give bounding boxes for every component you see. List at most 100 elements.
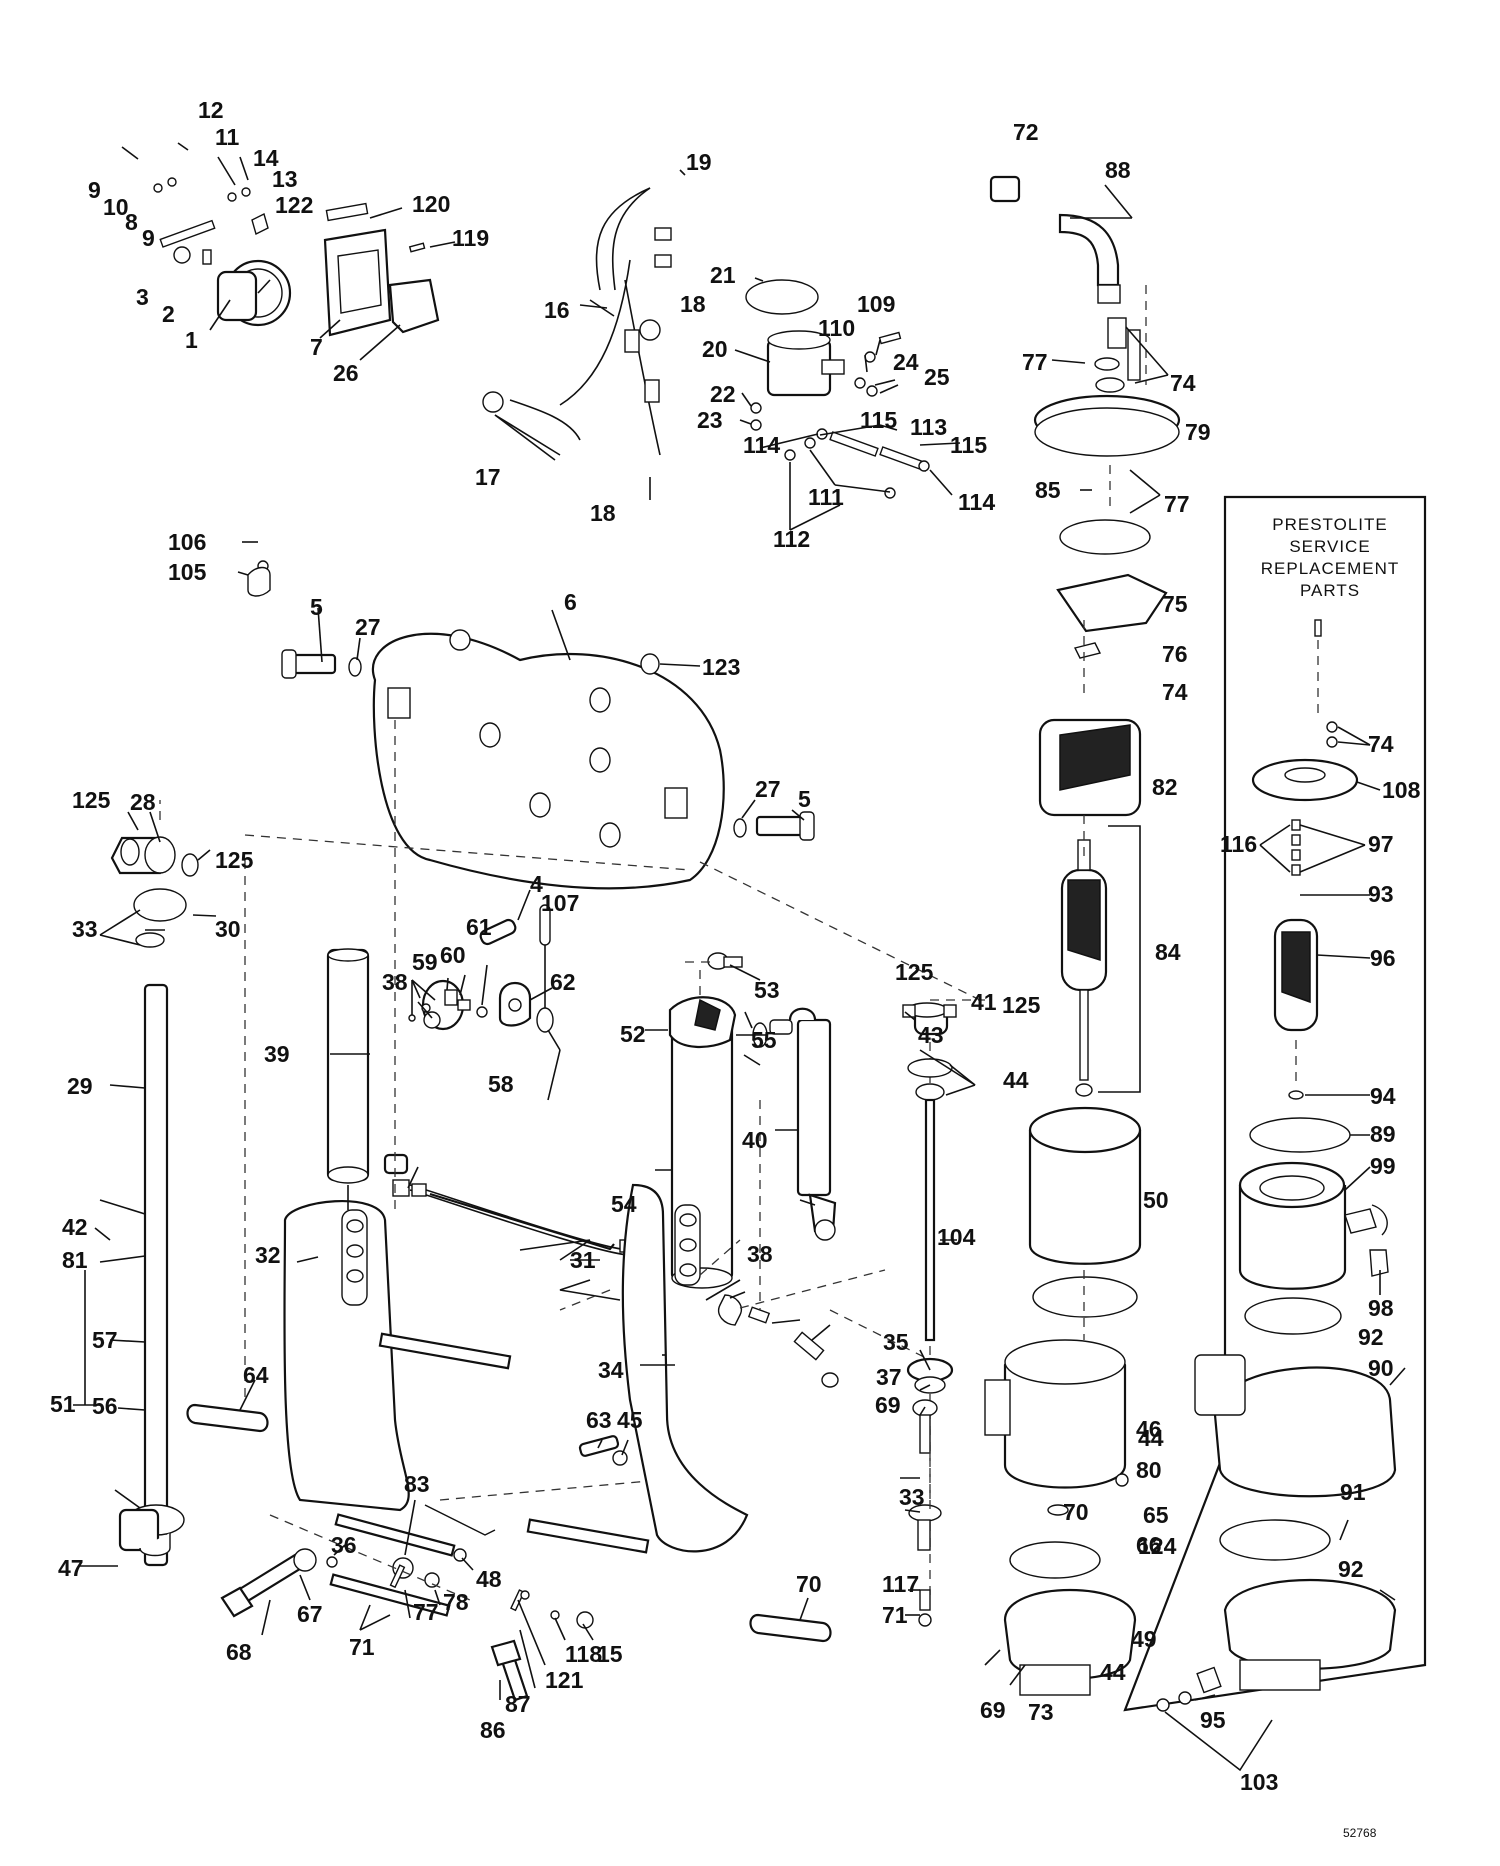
- callout-label: 61: [466, 914, 492, 940]
- callout-label: 91: [1340, 1479, 1366, 1505]
- callout-label: 44: [1138, 1425, 1164, 1451]
- callout-label: 85: [1035, 477, 1061, 503]
- callout-label: 78: [443, 1589, 469, 1615]
- callout-label: 60: [440, 942, 466, 968]
- callout-label: 62: [550, 969, 576, 995]
- callout-label: 31: [570, 1247, 596, 1273]
- callout-labels: 12 11 14 13 122 9 10 8 9 3 2 1 120 119 7…: [50, 97, 1421, 1795]
- callout-label: 1: [185, 327, 198, 353]
- callout-label: 50: [1143, 1187, 1169, 1213]
- callout-label: 73: [1028, 1699, 1054, 1725]
- service-reservoir-part: [1213, 1366, 1397, 1498]
- trim-cylinder-part: [326, 948, 370, 1182]
- tilt-cylinder-group: [408, 861, 985, 1702]
- mounting-plate-group: [237, 541, 815, 890]
- callout-label: 113: [910, 414, 947, 440]
- pivot-tube-part: [143, 983, 169, 1567]
- callout-label: 123: [702, 654, 740, 680]
- callout-label: 99: [1370, 1153, 1396, 1179]
- callout-label: 112: [773, 526, 810, 552]
- callout-label: 80: [1136, 1457, 1162, 1483]
- callout-label: 87: [505, 1691, 531, 1717]
- callout-label: 76: [1162, 641, 1188, 667]
- callout-label: 69: [875, 1392, 901, 1418]
- callout-label: 7: [310, 334, 323, 360]
- callout-label: 12: [198, 97, 224, 123]
- callout-label: 116: [1220, 831, 1257, 857]
- callout-label: 3: [136, 284, 149, 310]
- callout-label: 122: [275, 192, 313, 218]
- callout-label: 70: [796, 1571, 822, 1597]
- callout-label: 92: [1358, 1324, 1384, 1350]
- callout-label: 18: [680, 291, 706, 317]
- callout-label: 105: [168, 559, 207, 585]
- callout-label: 47: [58, 1555, 84, 1581]
- callout-label: 52: [620, 1021, 646, 1047]
- callout-label: 32: [255, 1242, 281, 1268]
- box-title-line-4: PARTS: [1300, 581, 1360, 600]
- callout-label: 68: [226, 1639, 252, 1665]
- callout-label: 14: [253, 145, 279, 171]
- trim-switch-part: [388, 278, 440, 334]
- callout-label: 119: [452, 225, 489, 251]
- callout-label: 11: [215, 124, 240, 150]
- callout-label: 120: [412, 191, 450, 217]
- housing-part: [1028, 1130, 1142, 1265]
- callout-label: 25: [924, 364, 950, 390]
- callout-label: 33: [899, 1484, 925, 1510]
- callout-label: 77: [413, 1599, 439, 1625]
- callout-label: 84: [1155, 939, 1181, 965]
- callout-label: 38: [382, 969, 408, 995]
- service-pump-base-part: [1223, 1578, 1397, 1670]
- callout-label: 95: [1200, 1707, 1226, 1733]
- left-stern-bracket-part: [283, 1200, 410, 1512]
- trim-switch-group: [319, 202, 456, 361]
- callout-label: 86: [480, 1717, 506, 1743]
- callout-label: 92: [1338, 1556, 1364, 1582]
- callout-label: 8: [125, 209, 138, 235]
- callout-label: 21: [710, 262, 736, 288]
- figure-number: 52768: [1343, 1826, 1377, 1840]
- callout-label: 23: [697, 407, 723, 433]
- callout-label: 54: [611, 1191, 637, 1217]
- callout-label: 19: [686, 149, 712, 175]
- callout-label: 34: [598, 1357, 624, 1383]
- box-title-line-1: PRESTOLITE: [1272, 515, 1388, 534]
- callout-label: 83: [404, 1471, 430, 1497]
- callout-label: 98: [1368, 1295, 1394, 1321]
- callout-label: 24: [893, 349, 919, 375]
- callout-label: 45: [617, 1407, 643, 1433]
- callout-label: 104: [937, 1224, 976, 1250]
- callout-label: 55: [751, 1027, 777, 1053]
- callout-label: 6: [564, 589, 577, 615]
- callout-label: 110: [818, 315, 855, 341]
- callout-label: 10: [103, 194, 129, 220]
- callout-label: 75: [1162, 591, 1188, 617]
- callout-label: 103: [1240, 1769, 1278, 1795]
- callout-label: 70: [1063, 1499, 1089, 1525]
- callout-label: 108: [1382, 777, 1421, 803]
- mounting-plate-part: [372, 632, 725, 890]
- callout-label: 2: [162, 301, 175, 327]
- callout-label: 36: [331, 1532, 357, 1558]
- left-bracket-group: [186, 720, 691, 1636]
- callout-label: 53: [754, 977, 780, 1003]
- callout-label: 20: [702, 336, 728, 362]
- callout-label: 125: [1002, 992, 1041, 1018]
- callout-label: 33: [72, 916, 98, 942]
- callout-label: 41: [971, 989, 997, 1015]
- callout-label: 39: [264, 1041, 290, 1067]
- callout-label: 59: [412, 949, 438, 975]
- callout-label: 67: [297, 1601, 323, 1627]
- callout-label: 90: [1368, 1355, 1394, 1381]
- box-title-line-2: SERVICE: [1289, 537, 1370, 556]
- callout-label: 51: [50, 1391, 76, 1417]
- callout-label: 43: [918, 1022, 944, 1048]
- callout-label: 15: [597, 1641, 623, 1667]
- callout-label: 16: [544, 297, 570, 323]
- callout-label: 89: [1370, 1121, 1396, 1147]
- tie-rod-part: [334, 1513, 456, 1557]
- callout-label: 117: [882, 1571, 919, 1597]
- callout-label: 30: [215, 916, 241, 942]
- callout-label: 9: [142, 225, 155, 251]
